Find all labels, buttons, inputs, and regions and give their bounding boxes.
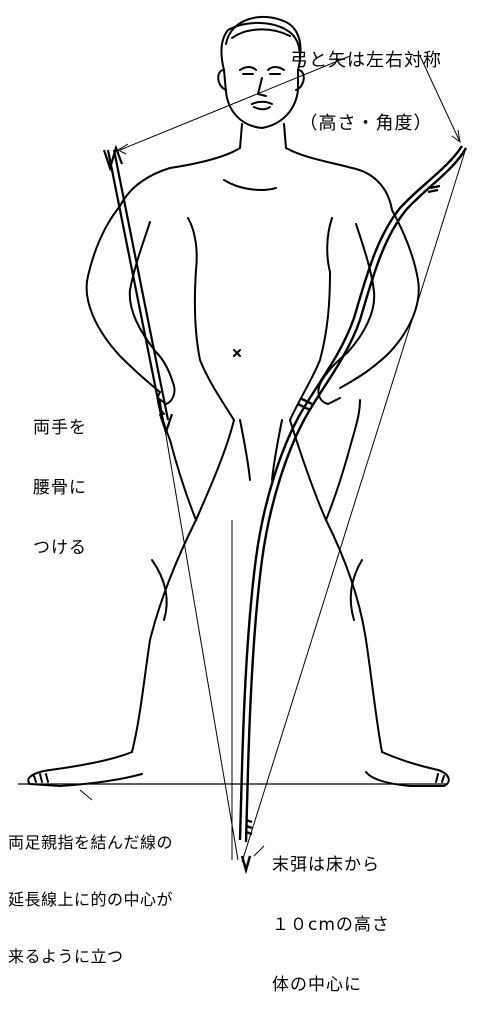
bow-tip-label-line: 体の中心に: [272, 975, 390, 995]
feet-position-label: 両足親指を結んだ線の 延長線上に的の中心が 来るように立つ: [8, 795, 173, 985]
hands-label-line: 腰骨に: [33, 478, 87, 498]
bowstring: [242, 148, 466, 862]
symmetry-label: 弓と矢は左右対称 （高さ・角度）: [290, 8, 442, 155]
hands-label: 両手を 腰骨に つける: [33, 378, 87, 578]
feet-label-line: 来るように立つ: [8, 947, 173, 966]
archer-feet: [28, 752, 449, 786]
bow-tip-label-line: １０cmの高さ: [272, 915, 390, 935]
bow-tip-label-line: 末弭は床から: [272, 855, 390, 875]
bow-tip-label: 末弭は床から １０cmの高さ 体の中心に: [272, 815, 390, 1015]
archer-torso: [120, 124, 392, 420]
guide-lines: [80, 56, 460, 860]
symmetry-label-line: 弓と矢は左右対称: [290, 50, 442, 71]
feet-label-line: 延長線上に的の中心が: [8, 890, 173, 909]
arrow: [104, 148, 172, 432]
symmetry-label-line: （高さ・角度）: [290, 113, 442, 134]
archer-right-arm: [318, 210, 418, 404]
hands-label-line: つける: [33, 538, 87, 558]
hands-label-line: 両手を: [33, 418, 87, 438]
archer-legs: [132, 400, 382, 752]
feet-label-line: 両足親指を結んだ線の: [8, 833, 173, 852]
